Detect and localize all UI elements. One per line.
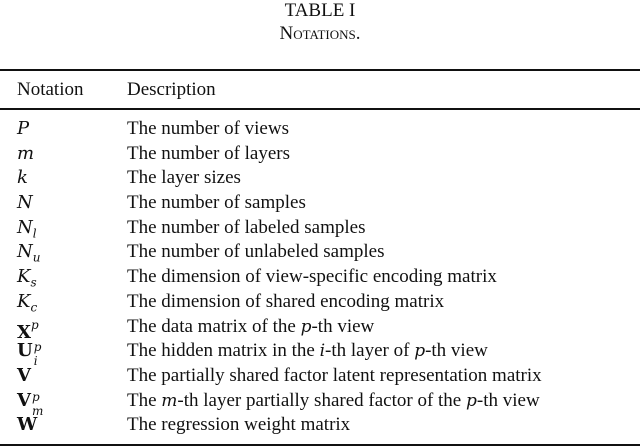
table-body: P The number of views m The number of la… bbox=[0, 117, 640, 438]
notation-symbol: k bbox=[17, 167, 28, 189]
notation-symbol: m bbox=[17, 142, 35, 164]
notation-description: The number of labeled samples bbox=[127, 216, 366, 238]
notation-description: The data matrix of the p-th view bbox=[127, 315, 375, 337]
notation-symbol: N bbox=[17, 192, 33, 214]
table-row: Ks The dimension of view-specific encodi… bbox=[0, 265, 640, 290]
notation-description: The m-th layer partially shared factor o… bbox=[127, 389, 540, 411]
table-row: N The number of samples bbox=[0, 191, 640, 216]
notation-description: The number of unlabeled samples bbox=[127, 241, 385, 263]
notation-symbol: Nl bbox=[17, 216, 37, 241]
table-row: P The number of views bbox=[0, 117, 640, 142]
notation-description: The dimension of shared encoding matrix bbox=[127, 290, 445, 312]
header-rule bbox=[0, 108, 640, 110]
table-row: Nu The number of unlabeled samples bbox=[0, 240, 640, 265]
table-row: Nl The number of labeled samples bbox=[0, 216, 640, 241]
header-notation: Notation bbox=[17, 79, 84, 100]
table-row: V The partially shared factor latent rep… bbox=[0, 364, 640, 389]
notation-description: The partially shared factor latent repre… bbox=[127, 364, 542, 386]
notation-symbol: Kc bbox=[17, 290, 38, 315]
table-row: Kc The dimension of shared encoding matr… bbox=[0, 290, 640, 315]
table-title: Notations. bbox=[279, 23, 361, 44]
table-row: Xp The data matrix of the p-th view bbox=[0, 315, 640, 343]
table-row: m The number of layers bbox=[0, 142, 640, 167]
bottom-rule bbox=[0, 444, 640, 446]
notation-description: The dimension of view-specific encoding … bbox=[127, 266, 497, 288]
notation-symbol: Nu bbox=[17, 241, 41, 266]
notation-symbol: Xp bbox=[17, 317, 39, 343]
notation-description: The number of samples bbox=[127, 192, 306, 214]
table-row: k The layer sizes bbox=[0, 166, 640, 191]
notation-description: The regression weight matrix bbox=[127, 414, 351, 436]
notation-symbol: W bbox=[17, 414, 38, 436]
top-rule bbox=[0, 69, 640, 71]
table-row: W The regression weight matrix bbox=[0, 413, 640, 438]
notation-symbol: P bbox=[17, 118, 30, 139]
table-label: TABLE I bbox=[284, 0, 356, 21]
notation-description: The number of layers bbox=[127, 142, 291, 164]
notation-symbol: V bbox=[17, 364, 31, 386]
notation-symbol: Ks bbox=[17, 266, 37, 290]
notation-description: The number of views bbox=[127, 118, 289, 139]
notation-description: The hidden matrix in the i-th layer of p… bbox=[127, 340, 488, 362]
header-description: Description bbox=[127, 79, 216, 100]
notation-description: The layer sizes bbox=[127, 167, 241, 189]
